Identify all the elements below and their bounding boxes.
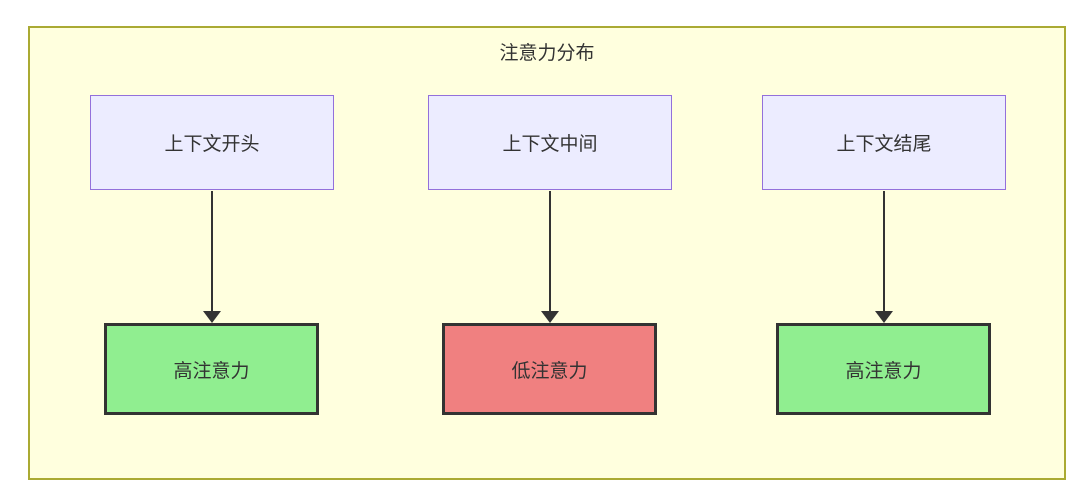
arrow-down-icon	[541, 311, 559, 323]
node-context-end: 上下文结尾	[762, 95, 1006, 190]
node-low-attention: 低注意力	[442, 323, 657, 415]
node-context-beginning: 上下文开头	[90, 95, 334, 190]
arrow-line	[549, 191, 551, 312]
node-high-attention-2: 高注意力	[776, 323, 991, 415]
node-context-middle: 上下文中间	[428, 95, 672, 190]
arrow-line	[883, 191, 885, 312]
node-high-attention-1: 高注意力	[104, 323, 319, 415]
attention-distribution-group: 注意力分布 上下文开头 高注意力 上下文中间 低注意力 上下文结尾 高注意力	[28, 26, 1066, 480]
arrow-down-icon	[203, 311, 221, 323]
diagram-title: 注意力分布	[499, 43, 595, 64]
arrow-down-icon	[875, 311, 893, 323]
arrow-line	[211, 191, 213, 312]
